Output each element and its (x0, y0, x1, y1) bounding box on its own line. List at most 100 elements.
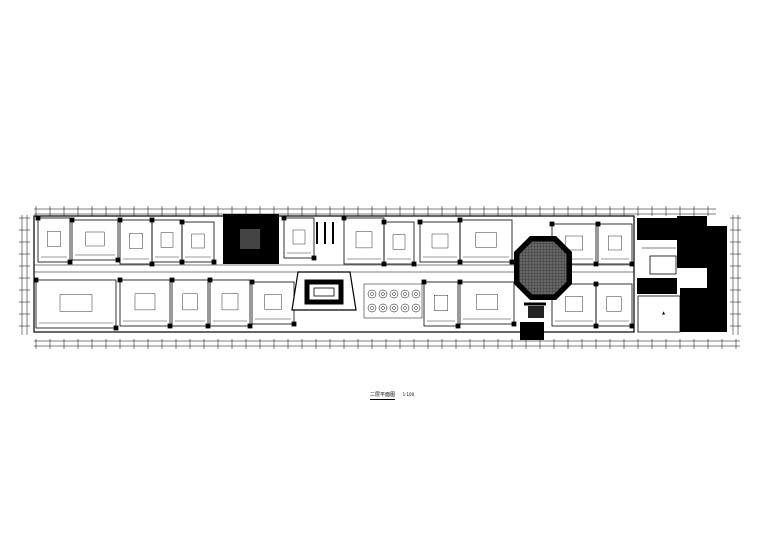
column (69, 217, 75, 223)
caption-scale: 1:100 (402, 392, 415, 397)
table (411, 303, 421, 313)
column (311, 255, 317, 261)
column (35, 215, 41, 221)
room-fixture (392, 234, 406, 250)
octagon-atrium (514, 236, 572, 340)
room-fixture (191, 233, 205, 249)
column (149, 217, 155, 223)
dimension-lines (21, 208, 740, 347)
room-fixture (160, 232, 174, 248)
column (249, 279, 255, 285)
room-cell (35, 279, 117, 329)
column (593, 261, 599, 267)
column (281, 215, 287, 221)
column (455, 323, 461, 329)
column (117, 277, 123, 283)
column (549, 221, 555, 227)
column (117, 217, 123, 223)
room-fixture (264, 294, 282, 310)
column (595, 221, 601, 227)
table (381, 292, 385, 296)
column (511, 321, 517, 327)
svg-text:▲: ▲ (662, 310, 666, 315)
column (629, 261, 635, 267)
drawing-caption: 二层平面图 1:100 (370, 391, 415, 400)
room-fixture (565, 296, 584, 312)
room-fixture (134, 293, 156, 311)
room-cell (459, 219, 513, 263)
table (392, 306, 396, 310)
room-fixture (221, 293, 239, 311)
table (367, 303, 377, 313)
column (205, 323, 211, 329)
room-fixture (59, 294, 93, 312)
room-fixture (475, 232, 497, 248)
table (414, 306, 418, 310)
room-fixture (608, 235, 623, 251)
table (378, 303, 388, 313)
room-cell (383, 221, 415, 265)
column (593, 281, 599, 287)
table (411, 289, 421, 299)
column (381, 219, 387, 225)
table (414, 292, 418, 296)
table-cluster (363, 283, 423, 319)
table (370, 292, 374, 296)
table (400, 303, 410, 313)
table (403, 306, 407, 310)
column (211, 259, 217, 265)
room-cell (343, 217, 385, 265)
column (341, 215, 347, 221)
room-fixture (47, 230, 61, 247)
room-cell (119, 279, 171, 327)
column (421, 279, 427, 285)
room-cell (71, 219, 119, 261)
central-lobby (291, 222, 357, 311)
table (389, 303, 399, 313)
room-cell (459, 281, 515, 325)
room-fixture (85, 231, 105, 247)
east-wing-block: ▲ (637, 216, 727, 333)
column (179, 219, 185, 225)
column (411, 261, 417, 267)
room-fixture (292, 229, 306, 245)
room-cell (595, 283, 633, 327)
table (367, 289, 377, 299)
table (392, 292, 396, 296)
room-cell (251, 281, 295, 325)
room-cell (151, 219, 183, 263)
table (389, 289, 399, 299)
table-area (363, 283, 423, 319)
table (381, 306, 385, 310)
room-fixtures (39, 229, 629, 324)
column (629, 323, 635, 329)
table (378, 289, 388, 299)
column (457, 279, 463, 285)
column (149, 261, 155, 267)
column (457, 217, 463, 223)
column (167, 323, 173, 329)
room-fixture (565, 235, 584, 251)
column (67, 259, 73, 265)
room-fixture (355, 231, 373, 249)
column (115, 257, 121, 263)
caption-title: 二层平面图 (370, 392, 396, 400)
column (291, 321, 297, 327)
room-cell (597, 223, 633, 265)
room-cell (37, 217, 71, 263)
room-fixture (476, 294, 499, 310)
room-fixture (129, 232, 143, 249)
room-fixture (431, 233, 449, 249)
column (33, 277, 39, 283)
column (113, 325, 119, 331)
room-cell (171, 279, 209, 327)
column (417, 219, 423, 225)
column (247, 323, 253, 329)
room-cell (283, 217, 315, 259)
room-fixture (434, 295, 449, 311)
room-cell (209, 279, 251, 327)
column (207, 277, 213, 283)
table (403, 292, 407, 296)
room-fixture (606, 296, 622, 312)
